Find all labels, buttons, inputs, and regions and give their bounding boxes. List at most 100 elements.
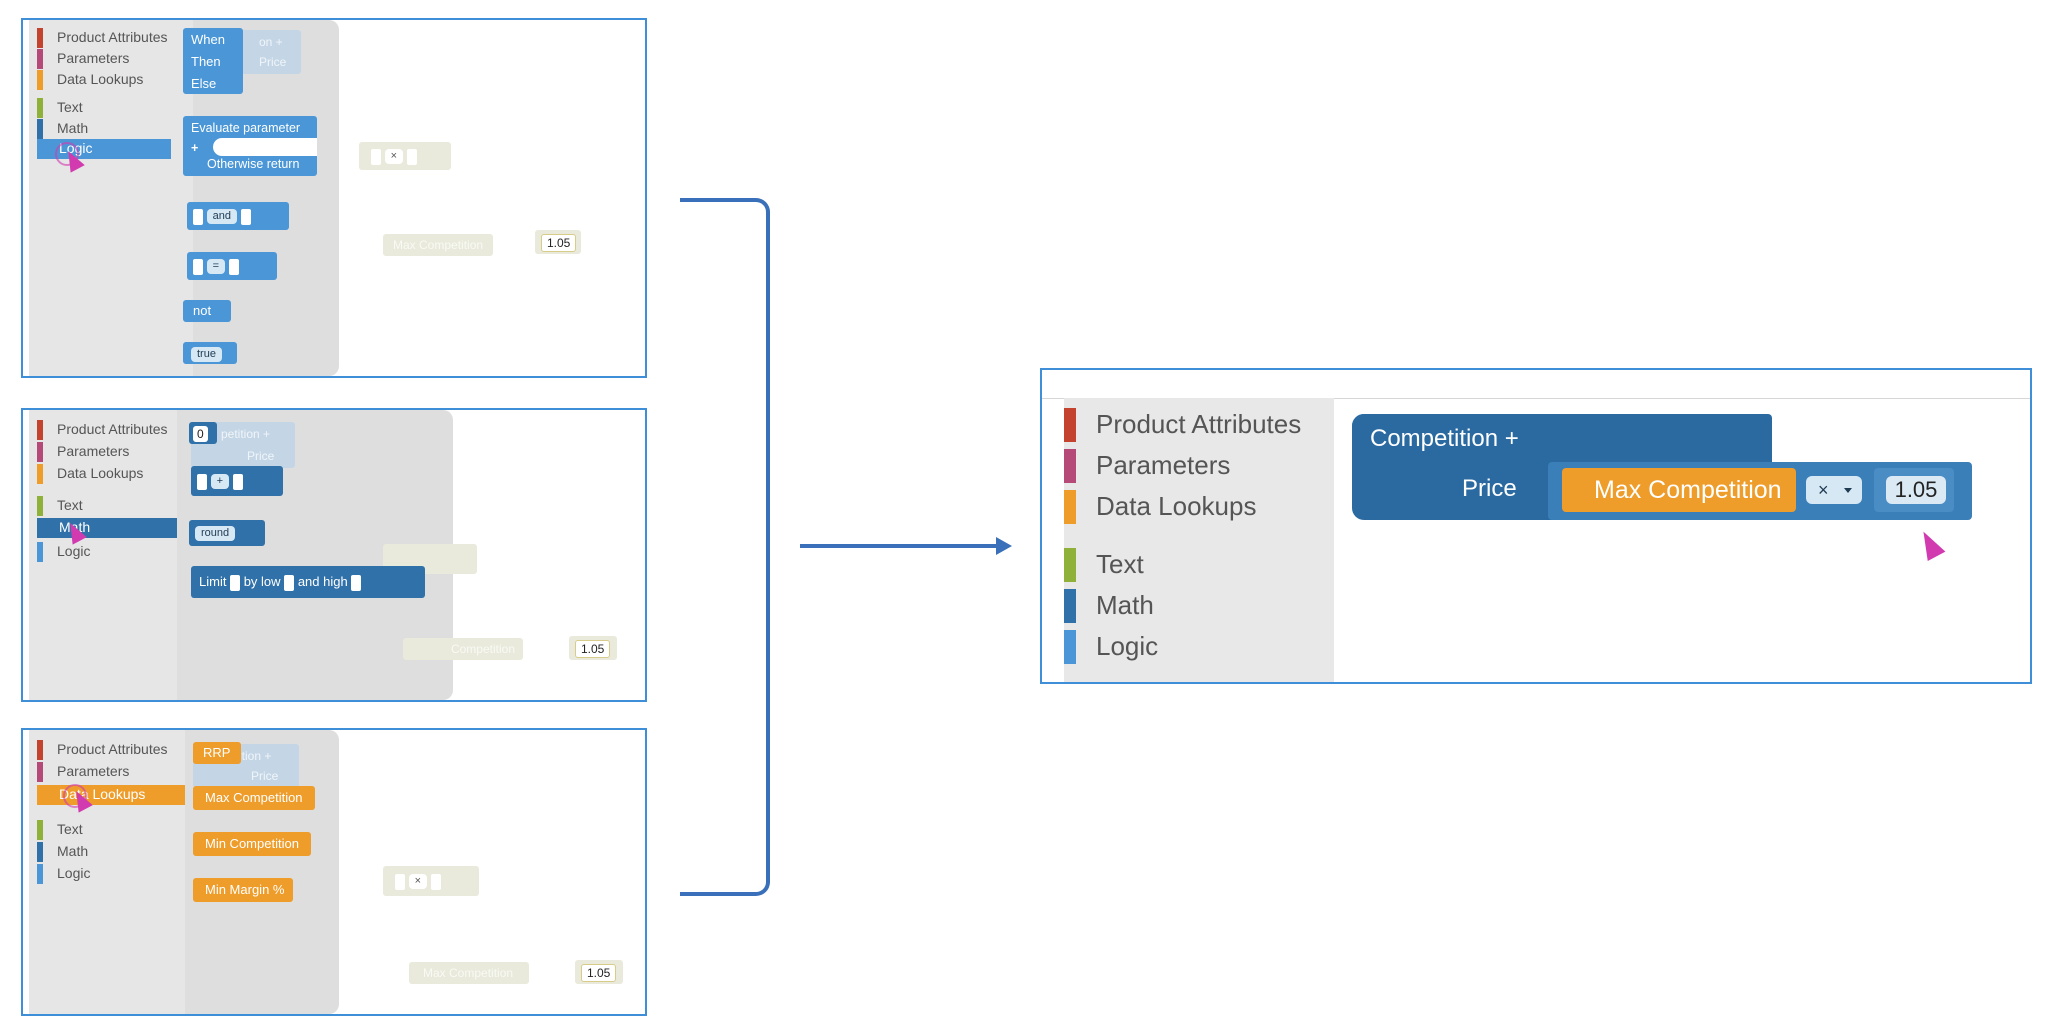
- category-label: Math: [57, 843, 89, 859]
- category-data-lookups[interactable]: Data Lookups: [1064, 490, 1256, 524]
- click-ring: [63, 784, 87, 808]
- category-math[interactable]: Math: [37, 842, 88, 862]
- category-math[interactable]: Math: [1064, 589, 1154, 623]
- toolbox: Product Attributes Parameters Data Looku…: [29, 410, 185, 700]
- not-label: not: [193, 303, 212, 318]
- min-margin-block[interactable]: Min Margin %: [193, 878, 293, 902]
- competition-header-label: Competition +: [1370, 425, 1519, 452]
- compare-dropdown[interactable]: =: [206, 259, 226, 275]
- arrow-connector: [800, 544, 1000, 548]
- ghost-max-competition: Max Competition: [409, 962, 529, 984]
- and-high-label: and high: [297, 574, 348, 589]
- evaluate-label: Evaluate parameter: [191, 121, 301, 135]
- category-text[interactable]: Text: [1064, 548, 1144, 582]
- round-block[interactable]: round: [189, 520, 265, 546]
- max-competition-label: Max Competition: [1594, 476, 1782, 504]
- category-parameters[interactable]: Parameters: [37, 442, 129, 462]
- operator-label: ×: [1818, 480, 1829, 500]
- otherwise-label: Otherwise return: [207, 157, 300, 171]
- category-data-lookups[interactable]: Data Lookups: [37, 70, 143, 90]
- toolbox: Product Attributes Parameters Data Looku…: [1064, 398, 1334, 682]
- ghost-number-block: 1.05: [575, 960, 623, 984]
- arrow-head-icon: [996, 537, 1012, 555]
- min-competition-label: Min Competition: [205, 836, 299, 851]
- compare-block[interactable]: =: [187, 252, 277, 280]
- true-block[interactable]: true: [183, 342, 237, 364]
- max-competition-block[interactable]: Max Competition: [193, 786, 315, 810]
- number-block[interactable]: 0: [189, 422, 217, 444]
- workspace-panel-result: Product Attributes Parameters Data Looku…: [1040, 368, 2032, 684]
- number-field[interactable]: 1.05: [1886, 476, 1946, 504]
- max-competition-block[interactable]: Max Competition: [1562, 468, 1796, 512]
- workspace-panel-data-lookups: Product Attributes Parameters Data Looku…: [21, 728, 647, 1016]
- ghost-multiply-block: ×: [383, 866, 479, 896]
- round-dropdown[interactable]: round: [195, 526, 236, 542]
- ghost-max-competition: Max Competition: [383, 234, 493, 256]
- and-block[interactable]: and: [187, 202, 289, 230]
- category-logic[interactable]: Logic: [1064, 630, 1158, 664]
- rrp-block[interactable]: RRP: [193, 742, 241, 764]
- category-label: Product Attributes: [57, 741, 168, 757]
- click-ring: [55, 142, 79, 166]
- multiply-block[interactable]: Max Competition × 1.05: [1548, 462, 1972, 520]
- category-label: Text: [1096, 549, 1144, 579]
- limit-block[interactable]: Limit by low and high: [191, 566, 425, 598]
- category-logic[interactable]: Logic: [37, 864, 90, 884]
- category-text[interactable]: Text: [37, 98, 83, 118]
- by-low-label: by low: [243, 574, 281, 589]
- plus-label: +: [191, 141, 199, 155]
- when-label: When: [191, 32, 225, 47]
- category-data-lookups[interactable]: Data Lookups: [37, 464, 143, 484]
- min-competition-block[interactable]: Min Competition: [193, 832, 311, 856]
- number-value: 1.05: [1894, 477, 1938, 502]
- category-label: Logic: [1096, 631, 1159, 661]
- category-product-attributes[interactable]: Product Attributes: [37, 420, 168, 440]
- rrp-label: RRP: [203, 745, 231, 760]
- category-parameters[interactable]: Parameters: [37, 49, 129, 69]
- limit-label: Limit: [199, 574, 227, 589]
- category-product-attributes[interactable]: Product Attributes: [1064, 408, 1301, 442]
- workspace-panel-math: Product Attributes Parameters Data Looku…: [21, 408, 647, 702]
- category-parameters[interactable]: Parameters: [1064, 449, 1230, 483]
- ghost-number-block: 1.05: [535, 230, 581, 254]
- category-label: Parameters: [57, 443, 130, 459]
- category-label: Data Lookups: [57, 465, 144, 481]
- else-label: Else: [191, 76, 217, 91]
- category-product-attributes[interactable]: Product Attributes: [37, 740, 168, 760]
- category-label: Text: [57, 99, 83, 115]
- if-block[interactable]: When Then Else: [183, 28, 243, 94]
- ghost-block: on +Price: [233, 30, 301, 74]
- category-label: Text: [57, 497, 83, 513]
- category-logic[interactable]: Logic: [37, 542, 90, 562]
- workspace-panel-logic: Product Attributes Parameters Data Looku…: [21, 18, 647, 378]
- number-block[interactable]: 1.05: [1874, 468, 1954, 512]
- statement-slot: [213, 138, 317, 156]
- category-label: Math: [57, 120, 89, 136]
- category-label: Product Attributes: [1096, 409, 1302, 439]
- category-label: Math: [1096, 590, 1154, 620]
- category-label: Parameters: [1096, 450, 1231, 480]
- ghost-block: petition +Price: [191, 422, 295, 468]
- category-text[interactable]: Text: [37, 820, 83, 840]
- category-text[interactable]: Text: [37, 496, 83, 516]
- true-dropdown[interactable]: true: [191, 347, 222, 363]
- and-dropdown[interactable]: and: [206, 209, 237, 225]
- not-block[interactable]: not: [183, 300, 231, 322]
- category-math[interactable]: Math: [37, 518, 185, 538]
- category-label: Parameters: [57, 50, 130, 66]
- operator-dropdown[interactable]: ×: [1806, 476, 1862, 504]
- ghost-number-block: 1.05: [569, 636, 617, 660]
- bracket-connector: [680, 198, 770, 896]
- min-margin-label: Min Margin %: [205, 882, 285, 897]
- competition-header-tab: [1352, 414, 1548, 462]
- category-math[interactable]: Math: [37, 119, 88, 139]
- ghost-multiply-block: ×: [359, 142, 451, 170]
- category-label: Parameters: [57, 763, 130, 779]
- category-data-lookups[interactable]: Data Lookups: [37, 785, 185, 805]
- then-label: Then: [191, 54, 221, 69]
- category-product-attributes[interactable]: Product Attributes: [37, 28, 168, 48]
- top-rule: [1042, 398, 2030, 399]
- arithmetic-block[interactable]: +: [191, 466, 283, 496]
- category-parameters[interactable]: Parameters: [37, 762, 129, 782]
- arithmetic-dropdown[interactable]: +: [210, 474, 230, 490]
